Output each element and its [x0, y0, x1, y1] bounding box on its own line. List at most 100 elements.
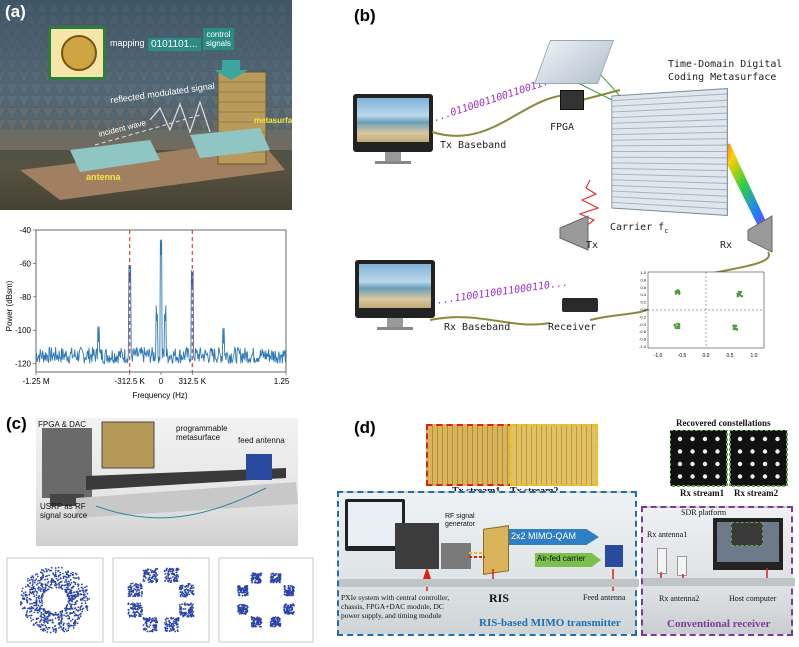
constellation-point: [287, 604, 290, 607]
constellation-point: [140, 584, 143, 586]
constellation-point: [80, 605, 83, 607]
constellation-point: [128, 615, 131, 618]
constellation-point: [29, 617, 32, 619]
constellation-point: [237, 606, 240, 608]
constellation-point: [172, 628, 175, 631]
conventional-receiver-box: SDR platform Rx antenna1 Rx antenna2 Hos…: [641, 506, 795, 636]
constellation-point: [64, 607, 66, 610]
constellation-point: [285, 610, 288, 613]
constellation-point: [283, 606, 286, 609]
constellation-point: [82, 607, 85, 610]
constellation-point: [44, 629, 47, 632]
constellation-point: [55, 613, 58, 616]
constellation-point: [32, 585, 35, 588]
constellation-point: [39, 605, 41, 608]
constellation-point: [142, 569, 145, 572]
constellation-point: [68, 592, 70, 594]
constellation-point: [179, 603, 181, 606]
constellation-point: [179, 594, 182, 596]
constellation-point: [35, 590, 38, 593]
recovered-constellation-point: [750, 436, 755, 442]
constellation-point: [70, 572, 72, 575]
constellation-point: [66, 604, 69, 606]
constellation-point: [39, 582, 41, 584]
constellation-point: [165, 575, 168, 578]
constellation-point: [165, 630, 168, 633]
mimo-label: 2x2 MIMO-QAM: [511, 531, 577, 541]
constellation-point: [177, 619, 180, 622]
constellation-point: [255, 623, 258, 626]
sdr-platform-label: SDR platform: [681, 508, 727, 517]
constellation-point: [24, 591, 27, 594]
constellation-point: [69, 597, 72, 600]
constellation-point: [145, 620, 148, 623]
constellation-point: [155, 578, 158, 580]
x-tick-label: 312.5 K: [178, 377, 206, 386]
programmable-metasurface-label: programmable metasurface: [176, 424, 228, 442]
constellation-point: [135, 585, 138, 588]
constellation-point: [174, 620, 176, 623]
constellation-point: [33, 595, 36, 598]
constellation-point: [190, 585, 193, 588]
tx-monitor-base: [375, 161, 411, 164]
constellation-point: [257, 578, 260, 580]
constellation-point: [180, 593, 183, 596]
constellation-point: [69, 574, 71, 577]
constellation-point: [279, 573, 282, 575]
constellation-point: [40, 578, 43, 581]
constellation-point: [187, 609, 190, 612]
panel-c-photo: FPGA & DAC programmable metasurface feed…: [36, 418, 298, 546]
constellation-point: [290, 590, 293, 593]
constellation-point: [146, 624, 149, 627]
constellation-point: [149, 580, 152, 582]
constellation-point: [256, 574, 259, 577]
constellation-point: [272, 578, 275, 581]
constellation-point: [132, 611, 135, 613]
constellation-point: [64, 628, 67, 631]
constellation-point: [286, 608, 289, 611]
constellation-point: [79, 615, 82, 618]
constellation-point: [79, 590, 82, 592]
constellation-y-tick: 0.8: [640, 277, 646, 282]
constellation-point: [677, 290, 680, 293]
y-tick-label: -60: [19, 259, 31, 268]
constellation-point: [183, 614, 186, 617]
constellation-point: [31, 575, 34, 578]
constellation-point: [167, 569, 170, 571]
recovered-constellation-point: [737, 474, 743, 479]
constellation-point: [81, 589, 84, 592]
constellation-point: [36, 582, 39, 585]
antenna-label: antenna: [86, 172, 121, 182]
recovered-constellation-point: [762, 474, 768, 479]
constellation-point: [184, 591, 187, 593]
constellation-point: [285, 603, 288, 606]
constellation-point: [179, 612, 182, 614]
constellation-point: [86, 597, 89, 600]
constellation-point: [36, 623, 39, 626]
constellation-point: [63, 622, 65, 625]
constellation-point: [61, 609, 64, 612]
constellation-point: [38, 624, 40, 626]
constellation-point: [35, 578, 38, 581]
constellation-point: [145, 576, 147, 579]
recovered-constellation-point: [677, 449, 683, 454]
constellation-point: [245, 590, 248, 593]
constellation-point: [80, 593, 83, 596]
constellation-point: [272, 621, 275, 623]
constellation-point: [129, 586, 131, 589]
constellation-point: [32, 607, 35, 610]
constellation-point: [189, 606, 192, 609]
constellation-point: [135, 582, 137, 585]
constellation-point: [269, 624, 272, 627]
constellation-point: [32, 591, 35, 594]
constellation-point: [45, 626, 48, 629]
university-logo: [48, 26, 106, 80]
constellation-point: [170, 580, 173, 583]
panel-a-photo: mapping 0101101... control signals refle…: [0, 0, 292, 210]
constellation-point: [275, 578, 277, 581]
constellation-point: [183, 589, 186, 592]
constellation-point: [65, 579, 67, 582]
constellation-point: [187, 615, 190, 618]
constellation-point: [49, 569, 52, 572]
constellation-point: [26, 600, 28, 603]
